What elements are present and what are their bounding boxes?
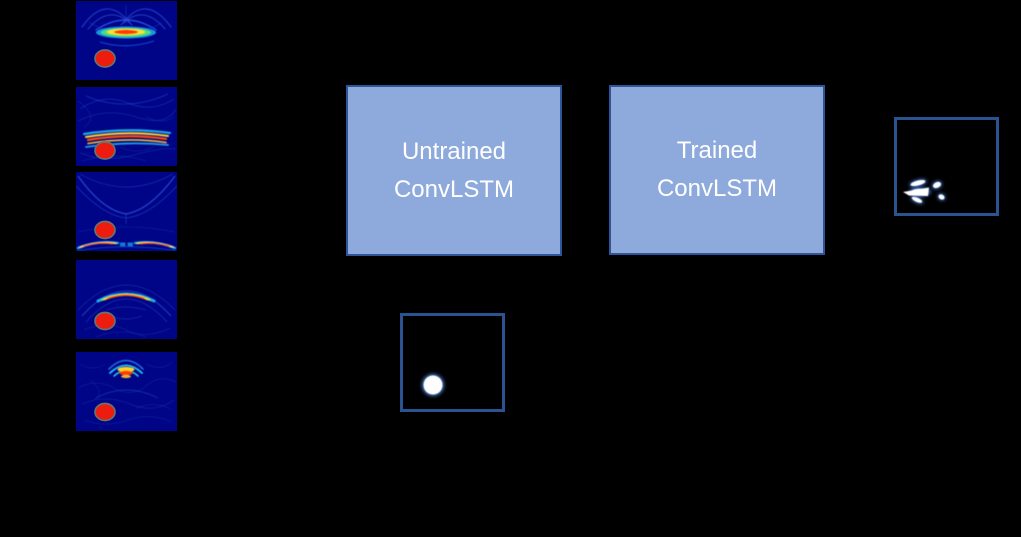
- predicted-source-blobs: [903, 179, 945, 203]
- wavefield-frame-4: [76, 260, 177, 339]
- untrained-convlstm-block: Untrained ConvLSTM: [346, 85, 562, 256]
- wavefield-frame-1: [76, 1, 177, 80]
- untrained-convlstm-label-line2: ConvLSTM: [393, 175, 515, 203]
- source-marker-icon: [94, 220, 116, 240]
- wavefield-frame-1-heatmap-icon: [76, 1, 177, 80]
- wavefield-frame-4-heatmap-icon: [76, 260, 177, 339]
- wavefield-frame-2-heatmap-icon: [76, 87, 177, 166]
- trained-output-box: [894, 117, 999, 216]
- trained-convlstm-label-line2: ConvLSTM: [656, 175, 778, 202]
- untrained-convlstm-label-line1: Untrained: [401, 137, 507, 165]
- wavefield-frame-5: [76, 352, 177, 431]
- wavefield-frame-5-heatmap-icon: [76, 352, 177, 431]
- source-marker-icon: [94, 402, 116, 422]
- trained-convlstm-block: Trained ConvLSTM: [609, 85, 825, 255]
- untrained-output-box: [400, 313, 505, 412]
- scattered-blobs-prediction-icon: [903, 179, 946, 204]
- wavefield-frame-3: [76, 172, 177, 251]
- wavefield-frame-3-heatmap-icon: [76, 172, 177, 251]
- source-marker-icon: [94, 49, 116, 68]
- wavefield-frame-2: [76, 87, 177, 166]
- single-white-dot-prediction-icon: [422, 374, 444, 396]
- source-marker-icon: [94, 311, 116, 331]
- trained-convlstm-label-line1: Trained: [676, 137, 758, 164]
- predicted-source-dot: [423, 375, 443, 395]
- source-marker-icon: [94, 141, 116, 160]
